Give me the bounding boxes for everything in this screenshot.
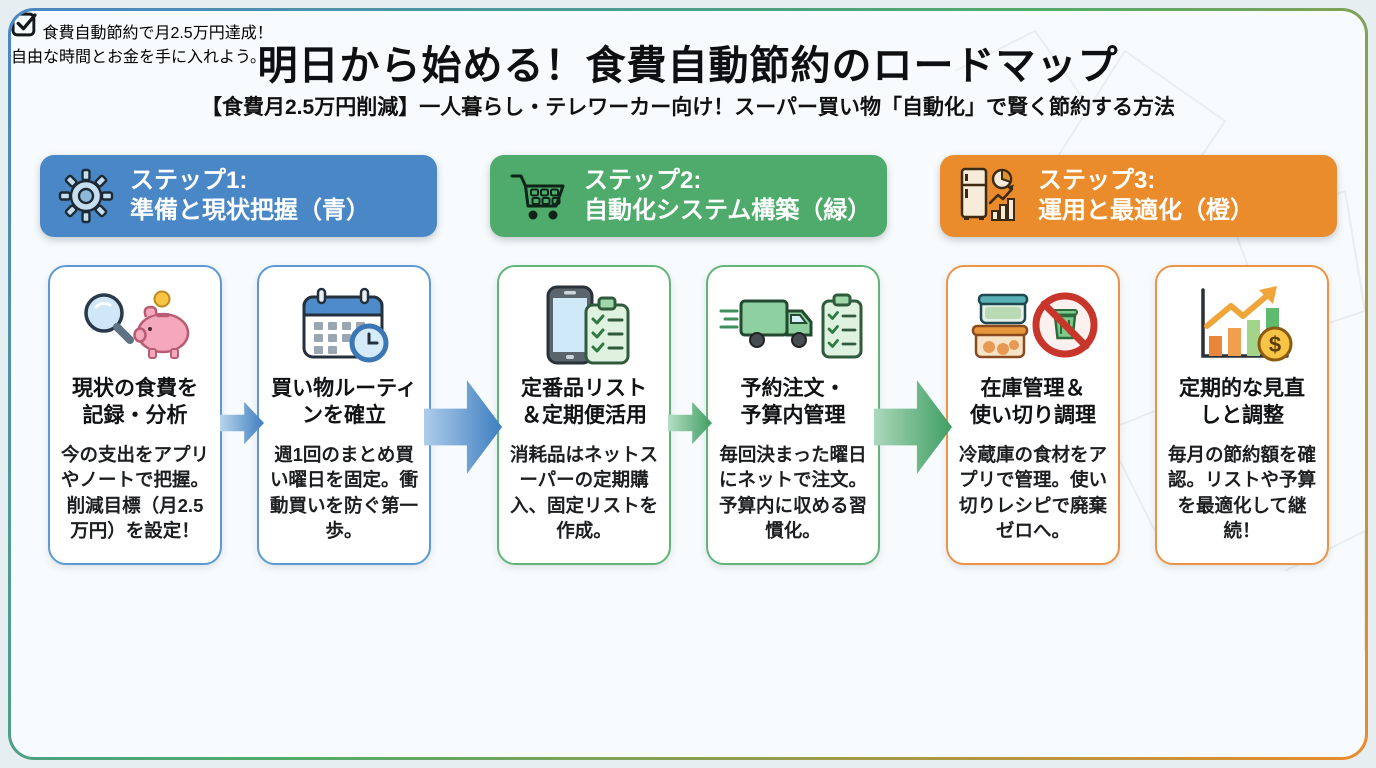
card-body: 消耗品はネットスーパーの定期購入、固定リストを作成。 <box>509 443 658 542</box>
checkbox-icon <box>11 11 38 38</box>
card-staple-list-subscription: 定番品リスト ＆定期便活用 消耗品はネットスーパーの定期購入、固定リストを作成。 <box>497 265 671 565</box>
step2-label-line1: ステップ2: <box>584 167 702 194</box>
outer-gradient-frame: 明日から始める！食費自動節約のロードマップ 【食費月2.5万円削減】一人暮らし・… <box>8 8 1368 760</box>
goal-line2: 自由な時間とお金を手に入れよう。 <box>11 49 267 66</box>
arrow-step1-to-step2 <box>424 380 502 474</box>
step2-label-line2: 自動化システム構築（緑） <box>584 197 872 224</box>
delivery-truck-checklist-icon <box>719 283 867 367</box>
infographic-body: 明日から始める！食費自動節約のロードマップ 【食費月2.5万円削減】一人暮らし・… <box>11 11 1365 757</box>
page-title: 明日から始める！食費自動節約のロードマップ <box>257 44 1119 88</box>
card-periodic-review-adjust: $ 定期的な見直 しと調整 毎月の節約額を確認。リストや予算を最適化して継続！ <box>1155 265 1329 565</box>
arrow-step2-to-step3 <box>874 380 952 474</box>
step3-header: ステップ3: 運用と最適化（橙） <box>940 155 1337 237</box>
card-stock-management-cooking: 在庫管理＆ 使い切り調理 冷蔵庫の食材をアプリで管理。使い切りレシピで廃棄ゼロへ… <box>946 265 1120 565</box>
card-body: 毎回決まった曜日にネットで注文。予算内に収める習慣化。 <box>718 443 867 542</box>
card-record-analyze: 現状の食費を 記録・分析 今の支出をアプリやノートで把握。削減目標（月2.5万円… <box>48 265 222 565</box>
phone-checklist-icon <box>526 283 642 367</box>
goal-line1: 食費自動節約で月2.5万円達成！ <box>42 25 273 42</box>
fridge-analytics-icon <box>958 167 1022 225</box>
card-title: 予約注文・ 予算内管理 <box>740 377 846 428</box>
step2-header: ステップ2: 自動化システム構築（緑） <box>490 155 887 237</box>
card-reserve-order-budget: 予約注文・ 予算内管理 毎回決まった曜日にネットで注文。予算内に収める習慣化。 <box>706 265 880 565</box>
growth-chart-dollar-icon: $ <box>1183 283 1301 367</box>
step1-label: ステップ1: 準備と現状把握（青） <box>130 166 370 226</box>
page-subtitle: 【食費月2.5万円削減】一人暮らし・テレワーカー向け！スーパー買い物「自動化」で… <box>201 96 1175 119</box>
gear-icon <box>58 168 114 224</box>
card-title: 定期的な見直 しと調整 <box>1179 377 1305 428</box>
food-containers-no-waste-icon <box>967 283 1099 367</box>
step2-label: ステップ2: 自動化システム構築（緑） <box>584 166 871 226</box>
card-body: 冷蔵庫の食材をアプリで管理。使い切りレシピで廃棄ゼロへ。 <box>958 443 1107 542</box>
step1-label-line2: 準備と現状把握（青） <box>130 197 370 224</box>
calendar-clock-icon <box>284 283 404 367</box>
magnifier-piggybank-icon <box>70 283 200 367</box>
step3-label-line2: 運用と最適化（橙） <box>1038 197 1254 224</box>
step3-label: ステップ3: 運用と最適化（橙） <box>1038 166 1254 226</box>
card-body: 今の支出をアプリやノートで把握。削減目標（月2.5万円）を設定！ <box>60 443 209 542</box>
step1-header: ステップ1: 準備と現状把握（青） <box>40 155 437 237</box>
card-title: 現状の食費を 記録・分析 <box>72 377 198 428</box>
card-title: 定番品リスト ＆定期便活用 <box>521 377 647 428</box>
shopping-cart-icon <box>508 169 568 223</box>
card-title: 在庫管理＆ 使い切り調理 <box>970 377 1096 428</box>
goal-block: 食費自動節約で月2.5万円達成！ 自由な時間とお金を手に入れよう。 <box>11 11 1365 67</box>
step1-label-line1: ステップ1: <box>130 167 248 194</box>
card-shopping-routine: 買い物ルーティ ンを確立 週1回のまとめ買い曜日を固定。衝動買いを防ぐ第一歩。 <box>257 265 431 565</box>
card-body: 週1回のまとめ買い曜日を固定。衝動買いを防ぐ第一歩。 <box>269 443 418 542</box>
card-title: 買い物ルーティ ンを確立 <box>271 377 417 428</box>
svg-text:$: $ <box>1269 332 1281 357</box>
step3-label-line1: ステップ3: <box>1038 167 1156 194</box>
card-body: 毎月の節約額を確認。リストや予算を最適化して継続！ <box>1167 443 1316 542</box>
